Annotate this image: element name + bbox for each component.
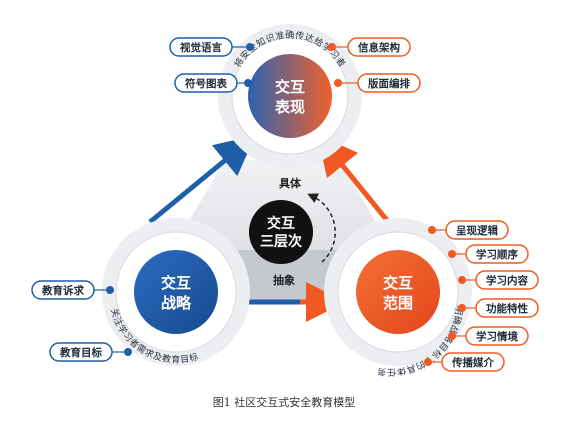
right-label-functional-features: 功能特性 xyxy=(458,298,539,318)
right-label-learning-content: 学习内容 xyxy=(458,270,539,290)
right-label-learning-order: 学习顺序 xyxy=(448,244,529,264)
svg-text:学习顺序: 学习顺序 xyxy=(476,248,518,261)
svg-text:符号图表: 符号图表 xyxy=(185,77,227,90)
arrow-strategy-to-presentation xyxy=(148,135,256,224)
svg-text:呈现逻辑: 呈现逻辑 xyxy=(456,224,498,237)
left-label-education-goal: 教育目标 xyxy=(49,342,132,362)
figure-caption: 图1 社区交互式安全教育模型 xyxy=(213,395,356,409)
center-line1: 交互 xyxy=(267,215,295,232)
top-left-label-symbol-chart: 符号图表 xyxy=(174,73,252,93)
svg-text:功能特性: 功能特性 xyxy=(486,302,528,315)
svg-text:学习情境: 学习情境 xyxy=(476,330,518,343)
top-left-label-visual-language: 视觉语言 xyxy=(169,37,254,57)
svg-text:信息架构: 信息架构 xyxy=(358,41,400,54)
svg-text:教育诉求: 教育诉求 xyxy=(41,284,84,297)
svg-text:教育目标: 教育目标 xyxy=(59,346,102,359)
right-node: 交互 范围 明确战略目标下的具体任务 xyxy=(324,218,472,378)
direction-bottom-label: 抽象 xyxy=(273,273,295,287)
top-node-line2: 表现 xyxy=(275,98,305,116)
top-node: 交互 表现 将安全知识准确传达给学习者 xyxy=(218,24,362,168)
direction-arc xyxy=(307,193,336,263)
right-label-learning-context: 学习情境 xyxy=(448,326,529,346)
right-node-line1: 交互 xyxy=(383,274,413,292)
svg-text:学习内容: 学习内容 xyxy=(486,274,528,287)
svg-text:版面编排: 版面编排 xyxy=(368,77,410,90)
arrow-scope-to-presentation xyxy=(317,134,392,226)
right-label-media: 传播媒介 xyxy=(424,352,505,372)
top-right-label-info-architecture: 信息架构 xyxy=(328,37,411,57)
left-node: 交互 战略 关注学习者需求及教育目标 xyxy=(102,218,250,366)
center-node: 交互 三层次 xyxy=(249,200,313,264)
left-label-education-appeal: 教育诉求 xyxy=(31,280,114,300)
svg-text:视觉语言: 视觉语言 xyxy=(180,41,222,54)
left-node-line2: 战略 xyxy=(161,294,192,312)
left-node-line1: 交互 xyxy=(161,274,191,292)
center-line2: 三层次 xyxy=(260,233,302,250)
top-right-label-layout: 版面编排 xyxy=(334,73,421,93)
svg-text:传播媒介: 传播媒介 xyxy=(451,356,494,369)
right-label-presentation-logic: 呈现逻辑 xyxy=(428,220,509,240)
right-node-line2: 范围 xyxy=(383,294,413,312)
top-node-line1: 交互 xyxy=(275,78,305,96)
direction-top-label: 具体 xyxy=(279,176,302,190)
